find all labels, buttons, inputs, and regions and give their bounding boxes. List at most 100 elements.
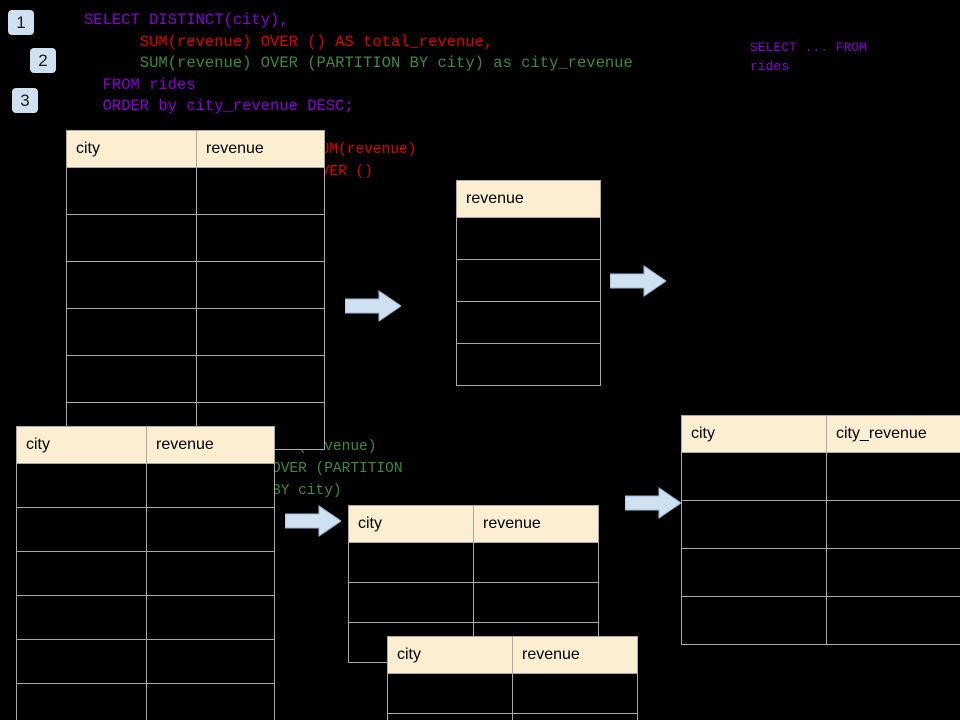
column-header-city_revenue: city_revenue xyxy=(826,415,960,453)
table-cell xyxy=(681,596,827,645)
table-row xyxy=(16,683,275,720)
table-row xyxy=(456,217,601,260)
table-cell xyxy=(16,463,147,508)
column-header-revenue: revenue xyxy=(512,636,638,674)
table-cell xyxy=(146,683,275,720)
sql-line-4: FROM rides xyxy=(84,75,196,94)
arrow-source-to-total xyxy=(344,290,402,322)
table-cell xyxy=(456,217,601,260)
table-cell xyxy=(387,713,513,720)
table-cell xyxy=(512,713,638,720)
table-row xyxy=(456,301,601,344)
column-header-city: city xyxy=(681,415,827,453)
table-cell xyxy=(681,452,827,501)
step-badge-1: 1 xyxy=(8,10,34,35)
table-row xyxy=(681,596,960,645)
table-row xyxy=(456,259,601,302)
table-cell xyxy=(146,595,275,640)
sql-query-block: SELECT DISTINCT(city), SUM(revenue) OVER… xyxy=(84,10,633,118)
table-row xyxy=(16,551,275,596)
table-cell xyxy=(196,214,325,262)
column-header-city: city xyxy=(16,426,147,464)
table-cell xyxy=(473,582,599,623)
table-cell xyxy=(456,259,601,302)
table-cell xyxy=(826,500,960,549)
table-row xyxy=(16,507,275,552)
table-row xyxy=(66,214,325,262)
table-cell xyxy=(456,343,601,386)
arrow-source2-to-partition xyxy=(284,505,342,537)
table-cell xyxy=(456,301,601,344)
step-badge-3: 3 xyxy=(12,88,38,113)
table-cell xyxy=(387,673,513,714)
step-badge-label: 2 xyxy=(38,51,48,70)
table-cell xyxy=(66,167,197,215)
step-badge-label: 1 xyxy=(16,13,26,32)
table-row xyxy=(66,167,325,215)
table-row xyxy=(66,261,325,309)
table-cell xyxy=(16,551,147,596)
column-header-city: city xyxy=(387,636,513,674)
table-cell xyxy=(348,582,474,623)
table-cell xyxy=(66,214,197,262)
table-row xyxy=(348,542,599,583)
table-cell xyxy=(66,308,197,356)
table-row xyxy=(348,582,599,623)
table-cell xyxy=(66,355,197,403)
table-row xyxy=(681,452,960,501)
table-cell xyxy=(348,542,474,583)
table-cell xyxy=(16,639,147,684)
sql-line-3: SUM(revenue) OVER (PARTITION BY city) as… xyxy=(84,54,633,72)
table-cell xyxy=(196,167,325,215)
table-row xyxy=(16,463,275,508)
table-row xyxy=(456,343,601,386)
table-row xyxy=(681,548,960,597)
sum-over-empty-label: SUM(revenue) OVER () xyxy=(312,142,417,180)
column-header-revenue: revenue xyxy=(146,426,275,464)
table-row xyxy=(66,308,325,356)
table-cell xyxy=(196,355,325,403)
table-cell xyxy=(146,551,275,596)
table-row xyxy=(681,500,960,549)
column-header-revenue: revenue xyxy=(456,180,601,218)
table-cell xyxy=(826,548,960,597)
column-header-revenue: revenue xyxy=(473,505,599,543)
table-cell xyxy=(681,500,827,549)
table-cell xyxy=(146,639,275,684)
total-revenue-table: revenue xyxy=(456,180,601,386)
table-cell xyxy=(16,595,147,640)
table-cell xyxy=(146,463,275,508)
table-cell xyxy=(196,308,325,356)
column-header-revenue: revenue xyxy=(196,130,325,168)
table-cell xyxy=(512,673,638,714)
step-badge-2: 2 xyxy=(30,48,56,73)
table-cell xyxy=(196,261,325,309)
arrow-partition-to-result xyxy=(624,487,682,519)
step-badge-label: 3 xyxy=(20,91,30,110)
table-row xyxy=(16,639,275,684)
table-cell xyxy=(826,596,960,645)
table-header-row: revenue xyxy=(456,180,601,218)
table-cell xyxy=(146,507,275,552)
column-header-city: city xyxy=(66,130,197,168)
table-row xyxy=(16,595,275,640)
table-cell xyxy=(473,542,599,583)
table-cell xyxy=(16,507,147,552)
table-cell xyxy=(16,683,147,720)
table-cell xyxy=(826,452,960,501)
column-header-city: city xyxy=(348,505,474,543)
table-cell xyxy=(681,548,827,597)
sql-line-5: ORDER by city_revenue DESC; xyxy=(84,97,354,115)
sql-line-1: SELECT DISTINCT(city), xyxy=(84,11,289,29)
